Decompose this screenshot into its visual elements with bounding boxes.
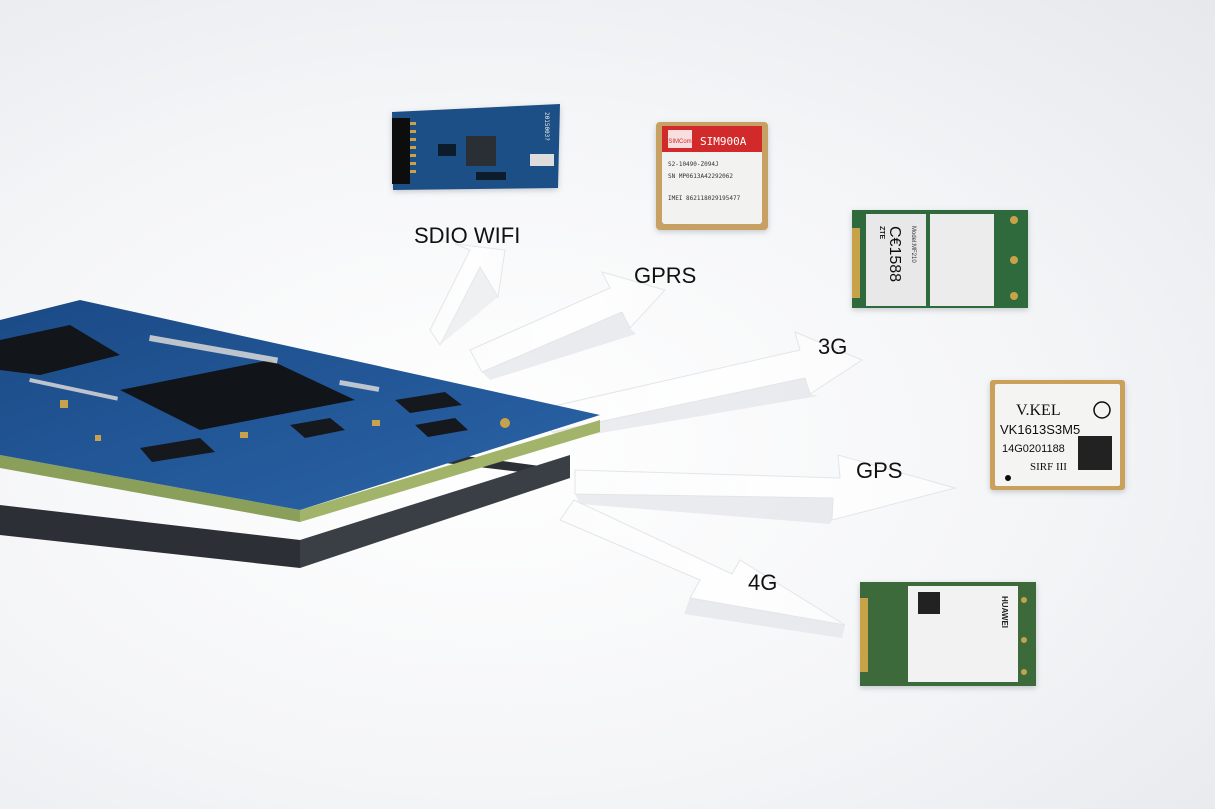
zte-3g-module: ZTE C€1588 Model:MF210 — [852, 210, 1028, 308]
sim900a-line2: SN MP0613A42292062 — [668, 173, 733, 180]
zte-model: Model:MF210 — [910, 226, 916, 263]
sim900a-line3: IMEI 862118029195477 — [668, 195, 741, 202]
arrow-to-gprs — [469, 271, 666, 380]
vkel-gps-module: V.KEL VK1613S3M5 14G0201188 SIRF III — [990, 380, 1125, 490]
zte-cert: C€1588 — [886, 226, 903, 282]
sim900a-brand: SIMCom — [668, 139, 691, 145]
sim900a-module: SIMCom SIM900A S2-10490-Z094J SN MP0613A… — [656, 122, 768, 230]
huawei-brand: HUAWEI — [1000, 596, 1009, 628]
arrow-to-4g — [559, 499, 846, 638]
arrow-to-gps — [574, 454, 957, 524]
label-gprs: GPRS — [634, 263, 697, 288]
label-gps: GPS — [856, 458, 903, 483]
label-4g: 4G — [748, 570, 778, 595]
gps-serial: 14G0201188 — [1002, 443, 1065, 455]
huawei-4g-module: HUAWEI — [860, 582, 1036, 686]
sim900a-line1: S2-10490-Z094J — [668, 161, 719, 168]
gps-model: VK1613S3M5 — [1000, 422, 1080, 437]
zte-brand: ZTE — [878, 226, 885, 240]
arrow-to-wifi — [429, 243, 506, 346]
sim900a-model: SIM900A — [700, 135, 747, 148]
gps-chip: SIRF III — [1030, 461, 1067, 473]
label-3g: 3G — [818, 334, 848, 359]
gps-brand: V.KEL — [1016, 402, 1061, 419]
core-board — [0, 300, 600, 568]
label-sdio-wifi: SDIO WIFI — [414, 223, 521, 248]
wifi-serial: 2015003? — [543, 112, 550, 141]
wifi-module: 2015003? — [392, 104, 560, 190]
